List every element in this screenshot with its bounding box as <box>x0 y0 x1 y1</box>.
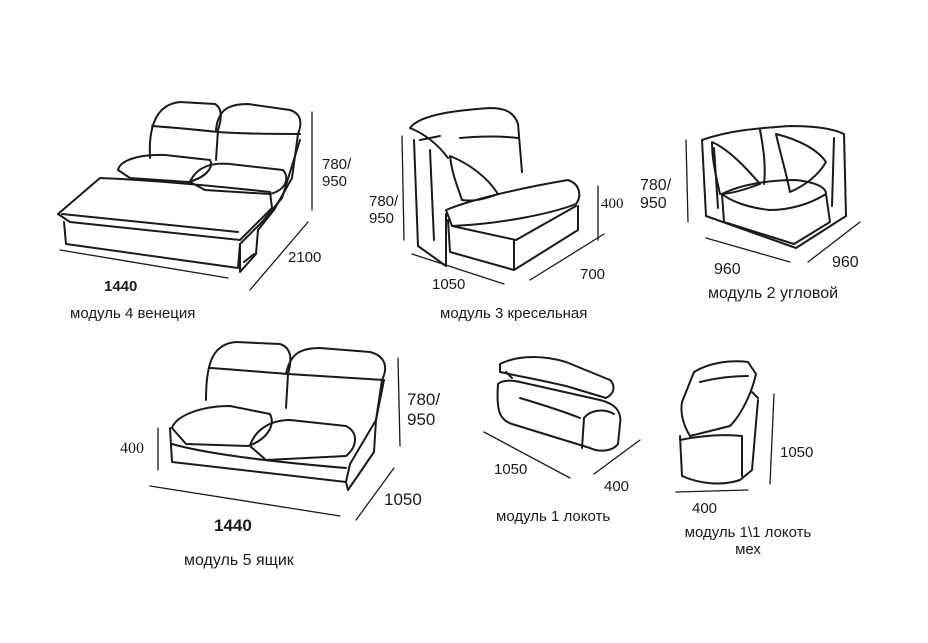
armrest-mech-drawing <box>675 360 775 493</box>
m5-caption: модуль 5 ящик <box>184 552 294 569</box>
m2-side-b-label: 960 <box>832 254 859 271</box>
sofa-bed-drawing <box>57 101 313 291</box>
armchair-drawing <box>401 107 605 285</box>
corner-module-drawing <box>685 125 861 263</box>
m5-height-label: 780/ 950 <box>407 390 441 429</box>
m3-seat-height-label: 400 <box>601 196 624 212</box>
m11-caption: модуль 1\1 локоть мех <box>684 524 812 559</box>
m11-width-label: 400 <box>692 500 718 517</box>
m5-depth-label: 1050 <box>384 490 422 509</box>
box-sofa-drawing <box>149 341 401 521</box>
m4-depth-label: 2100 <box>288 249 322 266</box>
armrest-drawing <box>483 356 641 479</box>
m3-depth-label: 700 <box>580 266 606 283</box>
m11-length-label: 1050 <box>780 444 814 461</box>
m1-width-label: 400 <box>604 478 630 495</box>
m2-caption: модуль 2 угловой <box>708 285 839 302</box>
m2-height-label: 780/ 950 <box>640 177 672 213</box>
m5-seat-height-label: 400 <box>120 440 144 457</box>
m3-width-label: 1050 <box>432 276 466 293</box>
m1-length-label: 1050 <box>494 461 528 478</box>
m1-caption: модуль 1 локоть <box>496 508 611 525</box>
m2-side-a-label: 960 <box>714 261 741 278</box>
m3-height-label: 780/ 950 <box>369 193 399 228</box>
m4-height-label: 780/ 950 <box>322 156 352 191</box>
m4-width-label: 1440 <box>104 278 138 295</box>
m4-caption: модуль 4 венеция <box>70 305 196 322</box>
m3-caption: модуль 3 кресельная <box>440 305 588 322</box>
m5-width-label: 1440 <box>214 516 252 535</box>
